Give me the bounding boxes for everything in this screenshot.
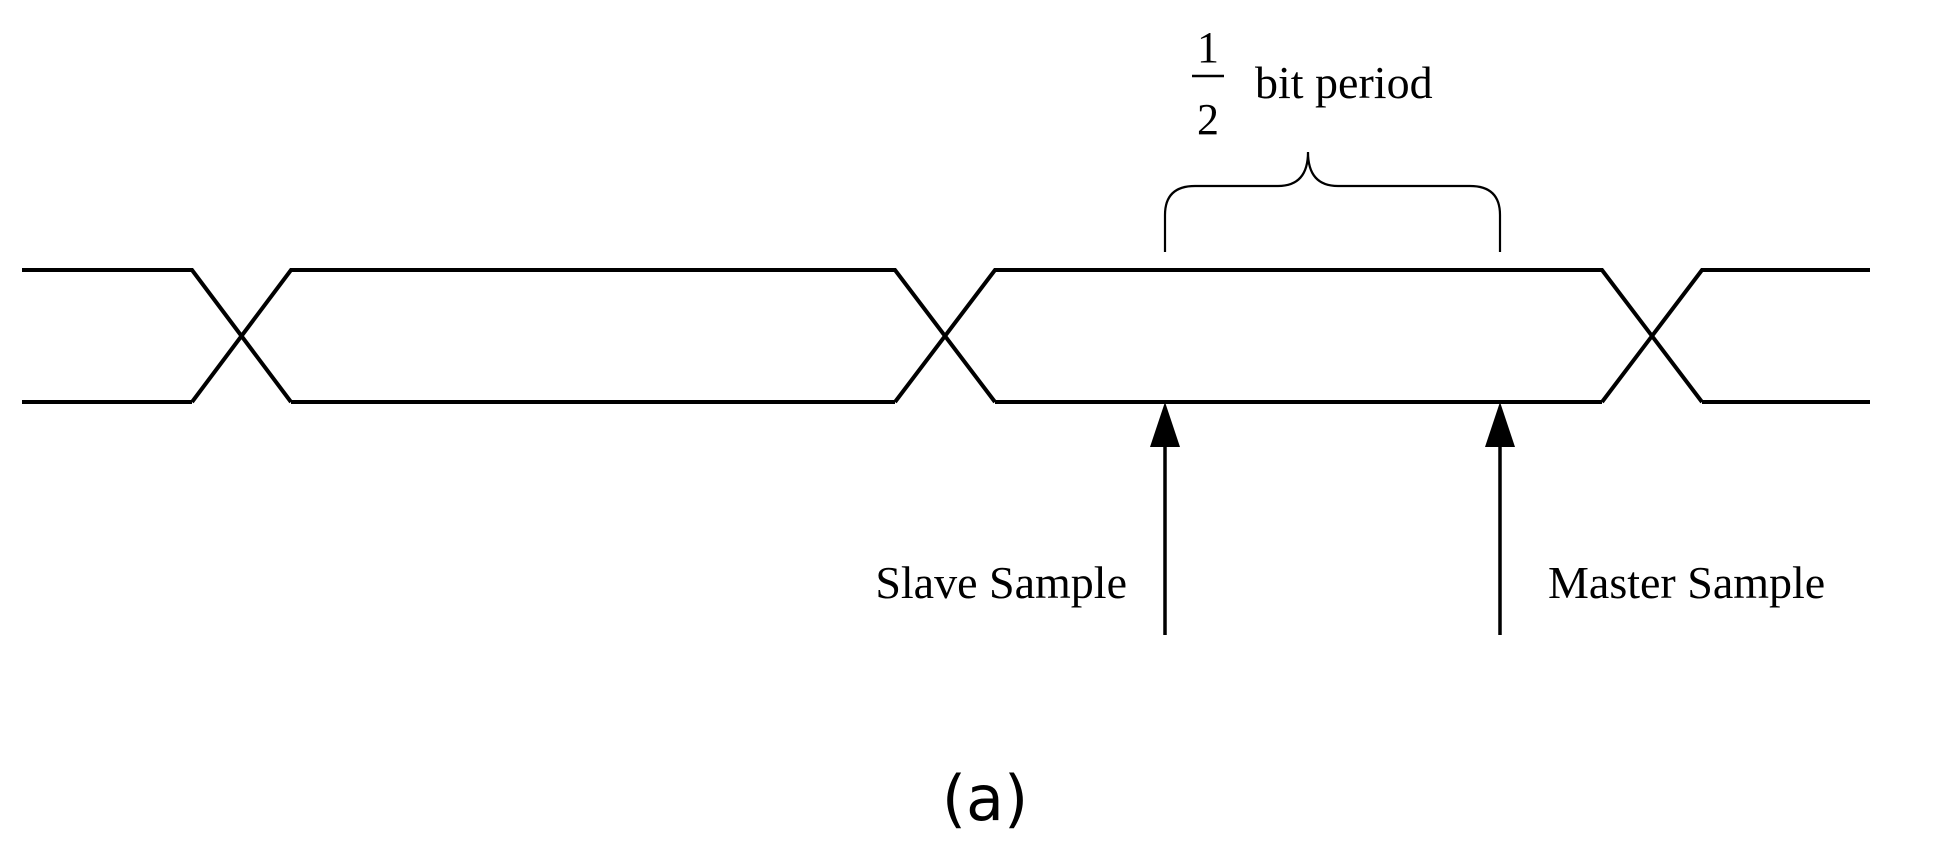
slave-sample-label: Slave Sample [875,557,1127,608]
master-sample-arrow [1485,402,1515,635]
fraction-denominator: 2 [1197,95,1219,144]
half-bit-period-label: 1 2 bit period [1192,23,1433,144]
half-bit-period-brace [1163,151,1502,252]
fraction-numerator: 1 [1197,23,1219,72]
master-sample-label: Master Sample [1548,557,1825,608]
bit-period-text: bit period [1255,57,1433,108]
figure-caption: (a) [942,762,1028,835]
slave-sample-arrow [1150,402,1180,635]
waveform-upper-trace [22,268,1870,404]
